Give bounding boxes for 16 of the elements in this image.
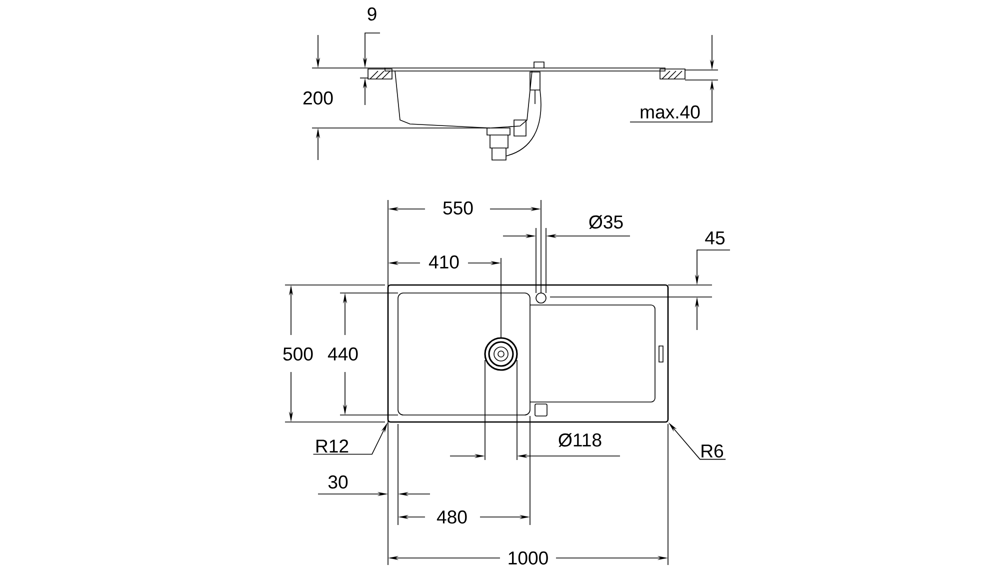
radius-label: R6 xyxy=(702,444,724,458)
dimension-label: 1000 xyxy=(506,550,550,566)
radius-label: R12 xyxy=(316,440,348,452)
dimension-label: 550 xyxy=(441,200,475,216)
dimension-label: 9 xyxy=(366,6,378,22)
dimension-label: 440 xyxy=(326,346,360,362)
sink-top-view-drawing xyxy=(387,284,669,423)
dimension-label: 500 xyxy=(281,346,315,362)
dimension-label: Ø118 xyxy=(556,432,604,448)
dimension-label: max.40 xyxy=(638,104,702,120)
dimension-label: 410 xyxy=(427,254,461,270)
dimension-label: 200 xyxy=(301,90,335,106)
dimension-label: 45 xyxy=(703,230,727,246)
dimension-label: Ø35 xyxy=(587,214,625,230)
dimension-label: 30 xyxy=(326,474,350,490)
dimension-label: 480 xyxy=(435,509,469,525)
